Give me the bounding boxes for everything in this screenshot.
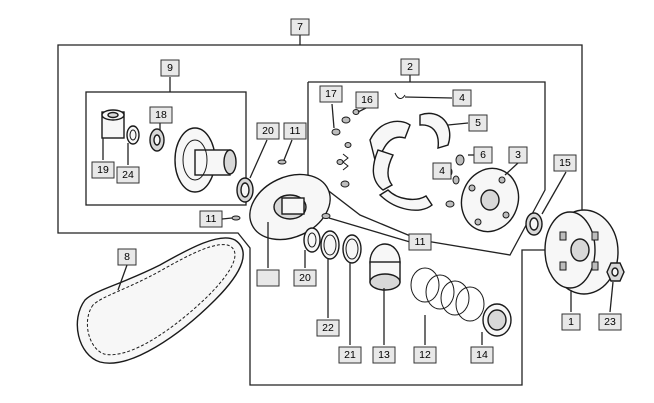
callout-11-left: 11 (199, 210, 233, 228)
seal-24 (126, 125, 140, 165)
callout-22: 22 (316, 319, 340, 337)
spring-cap-14 (481, 303, 512, 345)
guide-pin-11-right (321, 213, 411, 243)
clutch-backplate-3 (460, 162, 520, 233)
sleeve-13 (369, 243, 401, 345)
callout-5: 5 (468, 114, 488, 132)
svg-text:1: 1 (568, 316, 574, 328)
bearing-19 (101, 109, 125, 160)
svg-text:19: 19 (97, 164, 109, 176)
seal-20-upper (236, 139, 268, 203)
fixed-pulley-half (174, 127, 237, 193)
callout-21: 21 (338, 346, 362, 364)
group-9-frame (85, 77, 247, 206)
callout-20-lower: 20 (293, 269, 317, 287)
svg-text:11: 11 (290, 125, 301, 137)
svg-text:9: 9 (167, 62, 173, 74)
callout-16: 16 (355, 91, 379, 109)
svg-text:13: 13 (378, 349, 390, 361)
svg-text:4: 4 (439, 165, 445, 177)
svg-text:17: 17 (325, 88, 337, 100)
pin-11-upper (277, 139, 293, 165)
callout-3: 3 (508, 146, 528, 164)
callout-4-upper: 4 (452, 89, 472, 107)
callout-23: 23 (598, 313, 622, 331)
callout-12: 12 (413, 346, 437, 364)
svg-text:15: 15 (559, 157, 571, 169)
callout-1: 1 (561, 313, 581, 331)
seal-20-lower (303, 227, 321, 268)
callout-4-lower: 4 (432, 162, 452, 180)
o-ring-21 (342, 234, 362, 345)
callout-7: 7 (290, 18, 310, 36)
callout-9: 9 (160, 59, 180, 77)
callout-11-upper: 11 (283, 122, 307, 140)
svg-text:5: 5 (475, 117, 481, 129)
callout-20-upper: 20 (256, 122, 280, 140)
svg-text:20: 20 (299, 272, 311, 284)
clutch-drum-1 (544, 209, 619, 312)
callout-2: 2 (400, 58, 420, 76)
spring-12 (410, 267, 485, 345)
callout-18: 18 (149, 106, 173, 124)
svg-text:11: 11 (415, 236, 426, 248)
svg-text:8: 8 (124, 251, 130, 263)
callout-24: 24 (116, 166, 140, 184)
svg-text:3: 3 (515, 149, 521, 161)
o-ring-22 (320, 230, 340, 318)
movable-pulley-half (249, 173, 331, 268)
group-2-frame (307, 75, 546, 256)
seal-15 (525, 171, 567, 236)
svg-text:20: 20 (262, 125, 274, 137)
callout-13: 13 (372, 346, 396, 364)
svg-text:18: 18 (155, 109, 167, 121)
bearing-18 (149, 123, 165, 152)
svg-text:6: 6 (480, 149, 486, 161)
svg-text:4: 4 (459, 92, 465, 104)
pin-11-left (231, 215, 241, 221)
callout-6: 6 (473, 146, 493, 164)
nut-23 (606, 262, 625, 313)
svg-text:22: 22 (322, 322, 334, 334)
springs-and-washers-16-17 (331, 103, 367, 188)
svg-text:23: 23 (604, 316, 616, 328)
callout-14: 14 (470, 346, 494, 364)
svg-text:2: 2 (407, 61, 413, 73)
drive-belt (76, 237, 244, 364)
svg-text:14: 14 (476, 349, 488, 361)
svg-text:21: 21 (344, 349, 356, 361)
callout-11-right: 11 (408, 233, 432, 251)
callout-17: 17 (319, 85, 343, 103)
callout-8: 8 (117, 248, 137, 266)
svg-text:11: 11 (206, 213, 217, 225)
clutch-shoe-assembly (369, 92, 469, 211)
callout-19: 19 (91, 161, 115, 179)
svg-text:12: 12 (419, 349, 431, 361)
svg-text:7: 7 (297, 21, 303, 33)
callout-15: 15 (553, 154, 577, 172)
svg-text:16: 16 (361, 94, 373, 106)
callout-10 (256, 269, 280, 287)
svg-text:24: 24 (122, 169, 134, 181)
